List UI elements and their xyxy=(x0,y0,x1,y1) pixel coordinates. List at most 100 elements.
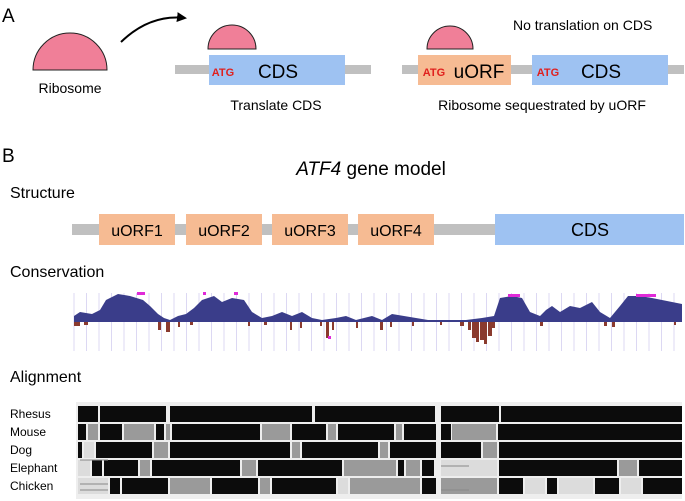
cds-label-1: CDS xyxy=(258,62,298,83)
alignment-block xyxy=(104,460,138,476)
alignment-block xyxy=(498,424,682,440)
alignment-block xyxy=(140,460,150,476)
alignment-block xyxy=(100,424,122,440)
conservation-negative-bar xyxy=(468,322,471,330)
conservation-negative-bar xyxy=(460,322,464,326)
alignment-block xyxy=(212,478,258,494)
alignment-block xyxy=(78,406,98,422)
species-label-mouse: Mouse xyxy=(10,425,46,439)
conservation-negative-bar xyxy=(492,322,495,328)
alignment-block xyxy=(172,424,260,440)
panel-a: A Ribosome ATG CDS Translate CDS No tran… xyxy=(2,6,684,113)
conservation-negative-bar xyxy=(488,322,492,336)
ribosome-shape-small-2 xyxy=(426,25,474,50)
alignment-block xyxy=(483,442,497,458)
alignment-block xyxy=(124,424,154,440)
panel-b-label: B xyxy=(2,146,15,167)
alignment-block xyxy=(344,460,396,476)
conservation-highlight xyxy=(328,336,331,339)
conservation-negative-bar xyxy=(178,322,180,327)
conservation-negative-bar xyxy=(300,322,302,328)
alignment-block xyxy=(170,478,210,494)
conservation-label: Conservation xyxy=(10,264,104,281)
alignment-block xyxy=(396,424,402,440)
conservation-negative-bar xyxy=(380,322,383,330)
alignment-block xyxy=(501,406,682,422)
conservation-negative-bar xyxy=(290,322,292,330)
conservation-negative-bar xyxy=(472,322,476,338)
conservation-negative-bar xyxy=(158,322,161,330)
alignment-block xyxy=(328,424,336,440)
alignment-block xyxy=(406,460,420,476)
alignment-block xyxy=(390,442,436,458)
alignment-block xyxy=(156,424,164,440)
alignment-block xyxy=(84,442,94,458)
conservation-negative-bar xyxy=(480,322,484,340)
movement-arrow xyxy=(120,12,187,43)
alignment-block xyxy=(258,460,342,476)
alignment-block xyxy=(78,442,82,458)
alignment-block xyxy=(441,406,499,422)
alignment-block xyxy=(621,478,641,494)
alignment-block xyxy=(302,442,378,458)
alignment-block xyxy=(380,442,388,458)
gene-model-title: ATF4 gene model xyxy=(295,159,446,180)
conservation-negative-bar xyxy=(84,322,88,325)
alignment-block xyxy=(338,478,348,494)
conservation-negative-bar xyxy=(166,322,170,332)
alignment-block xyxy=(166,424,170,440)
sequestered-caption: Ribosome sequestrated by uORF xyxy=(438,97,646,113)
conservation-highlight xyxy=(203,292,206,295)
alignment-block xyxy=(110,478,120,494)
conservation-negative-bar xyxy=(248,322,250,326)
alignment-block xyxy=(559,478,593,494)
alignment-block xyxy=(619,460,637,476)
alignment-block xyxy=(78,478,108,494)
panel-a-label: A xyxy=(2,6,15,27)
alignment-block xyxy=(639,460,682,476)
structure-label: Structure xyxy=(10,185,75,202)
alignment-block xyxy=(152,460,240,476)
uorf-box-2 xyxy=(186,214,262,245)
uorf-box-1 xyxy=(99,214,175,245)
conservation-highlight xyxy=(137,292,145,295)
conservation-negative-bar xyxy=(674,322,676,325)
alignment-block xyxy=(441,424,451,440)
conservation-negative-bar xyxy=(320,322,322,326)
alignment-block xyxy=(96,442,152,458)
alignment-block xyxy=(547,478,557,494)
conservation-negative-bar xyxy=(356,322,358,328)
species-label-rhesus: Rhesus xyxy=(10,407,51,421)
ribosome-shape-small-1 xyxy=(207,24,257,50)
alignment-block xyxy=(78,460,90,476)
uorf-label-2: uORF2 xyxy=(198,223,250,240)
atg-label-1: ATG xyxy=(212,67,234,79)
alignment-block xyxy=(499,442,682,458)
conservation-negative-bar xyxy=(540,322,543,326)
alignment-block xyxy=(92,460,102,476)
alignment-block xyxy=(260,478,270,494)
alignment-block xyxy=(595,478,619,494)
alignment-block xyxy=(292,442,300,458)
alignment-block xyxy=(499,478,523,494)
uorf-label: uORF xyxy=(454,62,505,83)
uorf-box xyxy=(418,55,511,85)
alignment-block xyxy=(441,460,497,476)
alignment-block xyxy=(170,442,290,458)
alignment-block xyxy=(398,460,404,476)
species-label-chicken: Chicken xyxy=(10,479,53,493)
conservation-positive-area xyxy=(74,294,682,322)
alignment-block xyxy=(100,406,166,422)
conservation-negative-bar xyxy=(264,322,267,325)
alignment-block xyxy=(170,406,312,422)
uorf-label-4: uORF4 xyxy=(370,223,422,240)
ribosome-label: Ribosome xyxy=(38,80,101,96)
alignment-block xyxy=(643,478,682,494)
conservation-highlight xyxy=(234,292,238,295)
cds-box-2 xyxy=(532,55,668,85)
conservation-negative-bar xyxy=(612,322,615,327)
alignment-block xyxy=(422,478,436,494)
